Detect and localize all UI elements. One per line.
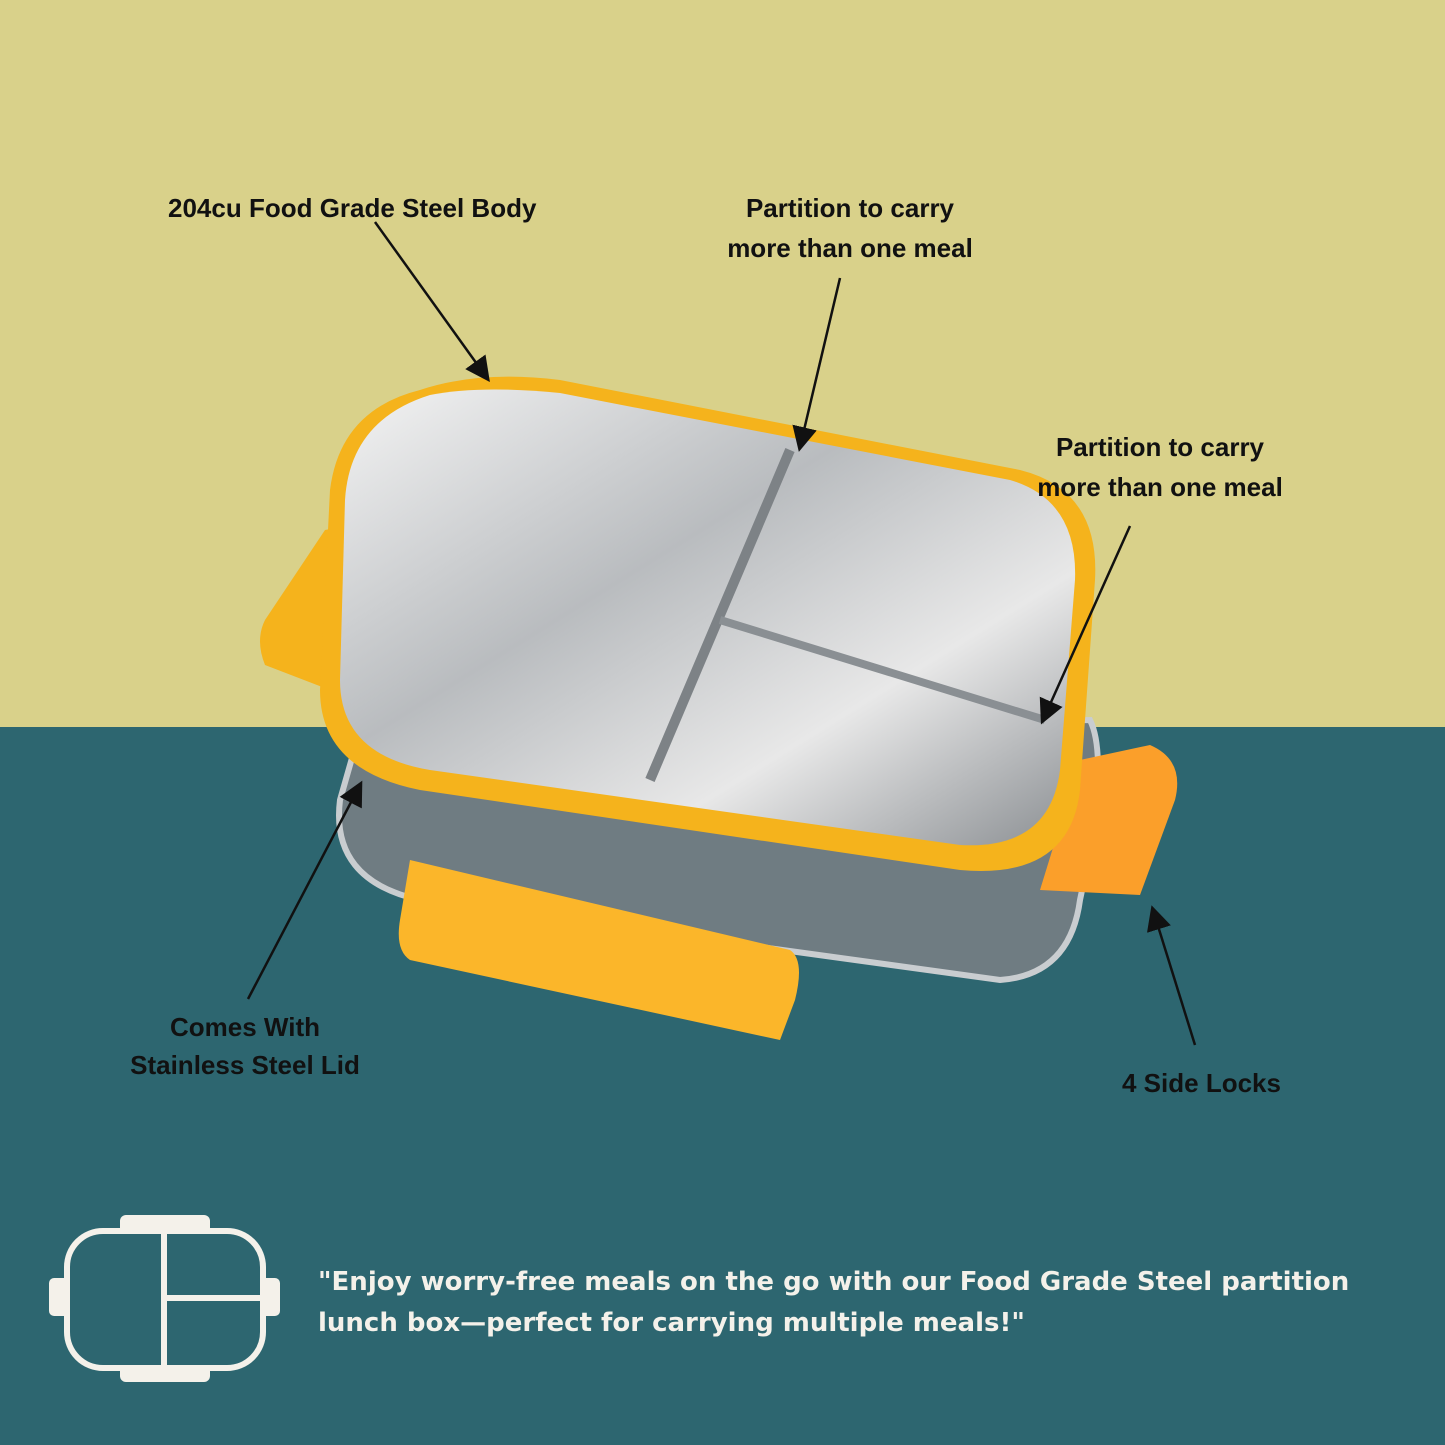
arrow-lid <box>246 780 363 1000</box>
label-partition-1-line2: more than one meal <box>727 233 973 263</box>
label-partition-2-line2: more than one meal <box>1037 472 1283 502</box>
label-partition-2-line1: Partition to carry <box>1055 432 1265 462</box>
steel-body <box>340 389 1076 846</box>
partition-divider-main <box>645 448 795 782</box>
lunch-box-partition-icon <box>49 1215 280 1382</box>
arrow-locks <box>1147 905 1197 1046</box>
label-partition-1: Partition to carry more than one meal <box>700 188 1000 268</box>
side-lock-front <box>398 860 799 1040</box>
arrow-partition-2 <box>1039 525 1132 725</box>
tagline-quote: "Enjoy worry-free meals on the go with o… <box>318 1267 1350 1338</box>
partition-divider-side <box>718 616 1047 724</box>
label-lid-line1: Comes With <box>170 1012 320 1042</box>
label-partition-1-line1: Partition to carry <box>745 193 955 223</box>
arrow-partition-1 <box>792 277 842 452</box>
label-lid: Comes With Stainless Steel Lid <box>100 1008 390 1084</box>
label-lid-line2: Stainless Steel Lid <box>130 1050 360 1080</box>
label-steel-body: 204cu Food Grade Steel Body <box>168 193 537 223</box>
label-partition-2: Partition to carry more than one meal <box>1010 427 1310 507</box>
arrow-body <box>373 221 490 383</box>
label-side-locks: 4 Side Locks <box>1122 1068 1281 1098</box>
